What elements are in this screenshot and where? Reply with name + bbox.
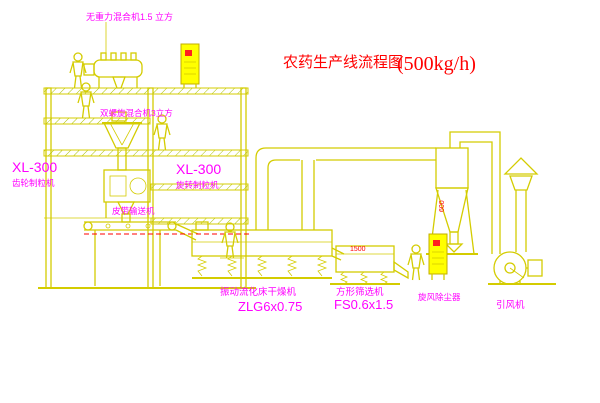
main-duct bbox=[255, 147, 436, 230]
dryer-discharge bbox=[331, 247, 345, 255]
mixer-port bbox=[130, 52, 137, 61]
sieve-springs bbox=[339, 271, 389, 285]
floor-slab bbox=[43, 87, 249, 95]
mixer-port bbox=[120, 52, 127, 61]
square-sieve bbox=[330, 245, 409, 285]
conveyor-pulley bbox=[167, 221, 177, 231]
conveyor-chute bbox=[175, 223, 199, 235]
panel-indicator bbox=[433, 240, 440, 246]
floor-slab bbox=[150, 183, 249, 191]
conveyor-pulley bbox=[83, 221, 93, 231]
fluid-bed-dryer bbox=[191, 221, 345, 279]
induced-draft-fan bbox=[488, 251, 556, 285]
mixer-port bbox=[100, 52, 107, 61]
exhaust-stack bbox=[503, 157, 539, 252]
floor-slab bbox=[43, 117, 151, 125]
page-title-capacity: (500kg/h) bbox=[397, 53, 476, 75]
control-panel bbox=[180, 43, 200, 88]
floor-slab bbox=[43, 149, 249, 157]
granulator bbox=[103, 169, 151, 223]
label-left-granulator-name: 齿轮制粒机 bbox=[12, 178, 55, 188]
label-mid-granulator-model: XL-300 bbox=[176, 161, 221, 177]
sieve-dimension: 1500 bbox=[350, 246, 366, 253]
granulator-door bbox=[109, 175, 127, 197]
label-dryer-model: ZLG6x0.75 bbox=[238, 299, 302, 314]
label-left-granulator-model: XL-300 bbox=[12, 159, 57, 175]
person-icon bbox=[407, 244, 425, 281]
granulator-drum bbox=[129, 177, 147, 195]
sieve-discharge bbox=[393, 260, 409, 280]
page-title: 农药生产线流程图 bbox=[283, 54, 403, 71]
outlet-duct bbox=[449, 131, 501, 254]
sieve-body bbox=[335, 245, 395, 273]
label-belt-conveyor: 皮带输送机 bbox=[112, 206, 155, 216]
screw-cone-mixer bbox=[102, 111, 142, 171]
mixer-motor bbox=[111, 111, 127, 122]
label-sieve-model: FS0.6x1.5 bbox=[334, 297, 393, 312]
cyclone-dimension: 600 bbox=[439, 200, 446, 212]
building-frame bbox=[38, 87, 256, 289]
exhaust-ducts bbox=[255, 147, 436, 230]
cyclone-barrel bbox=[435, 147, 469, 189]
cyclone-flap bbox=[444, 243, 464, 253]
floor-slab bbox=[150, 217, 249, 225]
person-icon bbox=[153, 114, 171, 151]
label-mid-granulator-name: 旋转制粒机 bbox=[176, 180, 219, 190]
gravity-mixer bbox=[83, 22, 143, 89]
person-icon bbox=[221, 222, 239, 259]
mixer-discharge bbox=[112, 76, 126, 89]
label-cone-mixer: 双螺旋混合机3立方 bbox=[100, 108, 173, 118]
panel-indicator bbox=[185, 50, 192, 56]
stack-collar bbox=[509, 175, 533, 191]
mixer-port bbox=[110, 52, 117, 61]
fan-motor bbox=[527, 259, 543, 277]
label-top-mixer: 无重力混合机1.5 立方 bbox=[86, 11, 173, 22]
rain-cap-icon bbox=[503, 157, 539, 175]
label-sieve-name: 方形筛选机 bbox=[336, 286, 384, 298]
label-cyclone: 旋风除尘器 bbox=[418, 292, 461, 302]
control-panel bbox=[428, 233, 448, 280]
mixer-body bbox=[93, 59, 143, 78]
label-fan: 引风机 bbox=[496, 299, 525, 311]
mixer-motor bbox=[83, 63, 95, 76]
belt-conveyor bbox=[83, 221, 250, 286]
label-dryer-name: 振动流化床干燥机 bbox=[220, 286, 297, 298]
dryer-springs bbox=[196, 255, 328, 277]
